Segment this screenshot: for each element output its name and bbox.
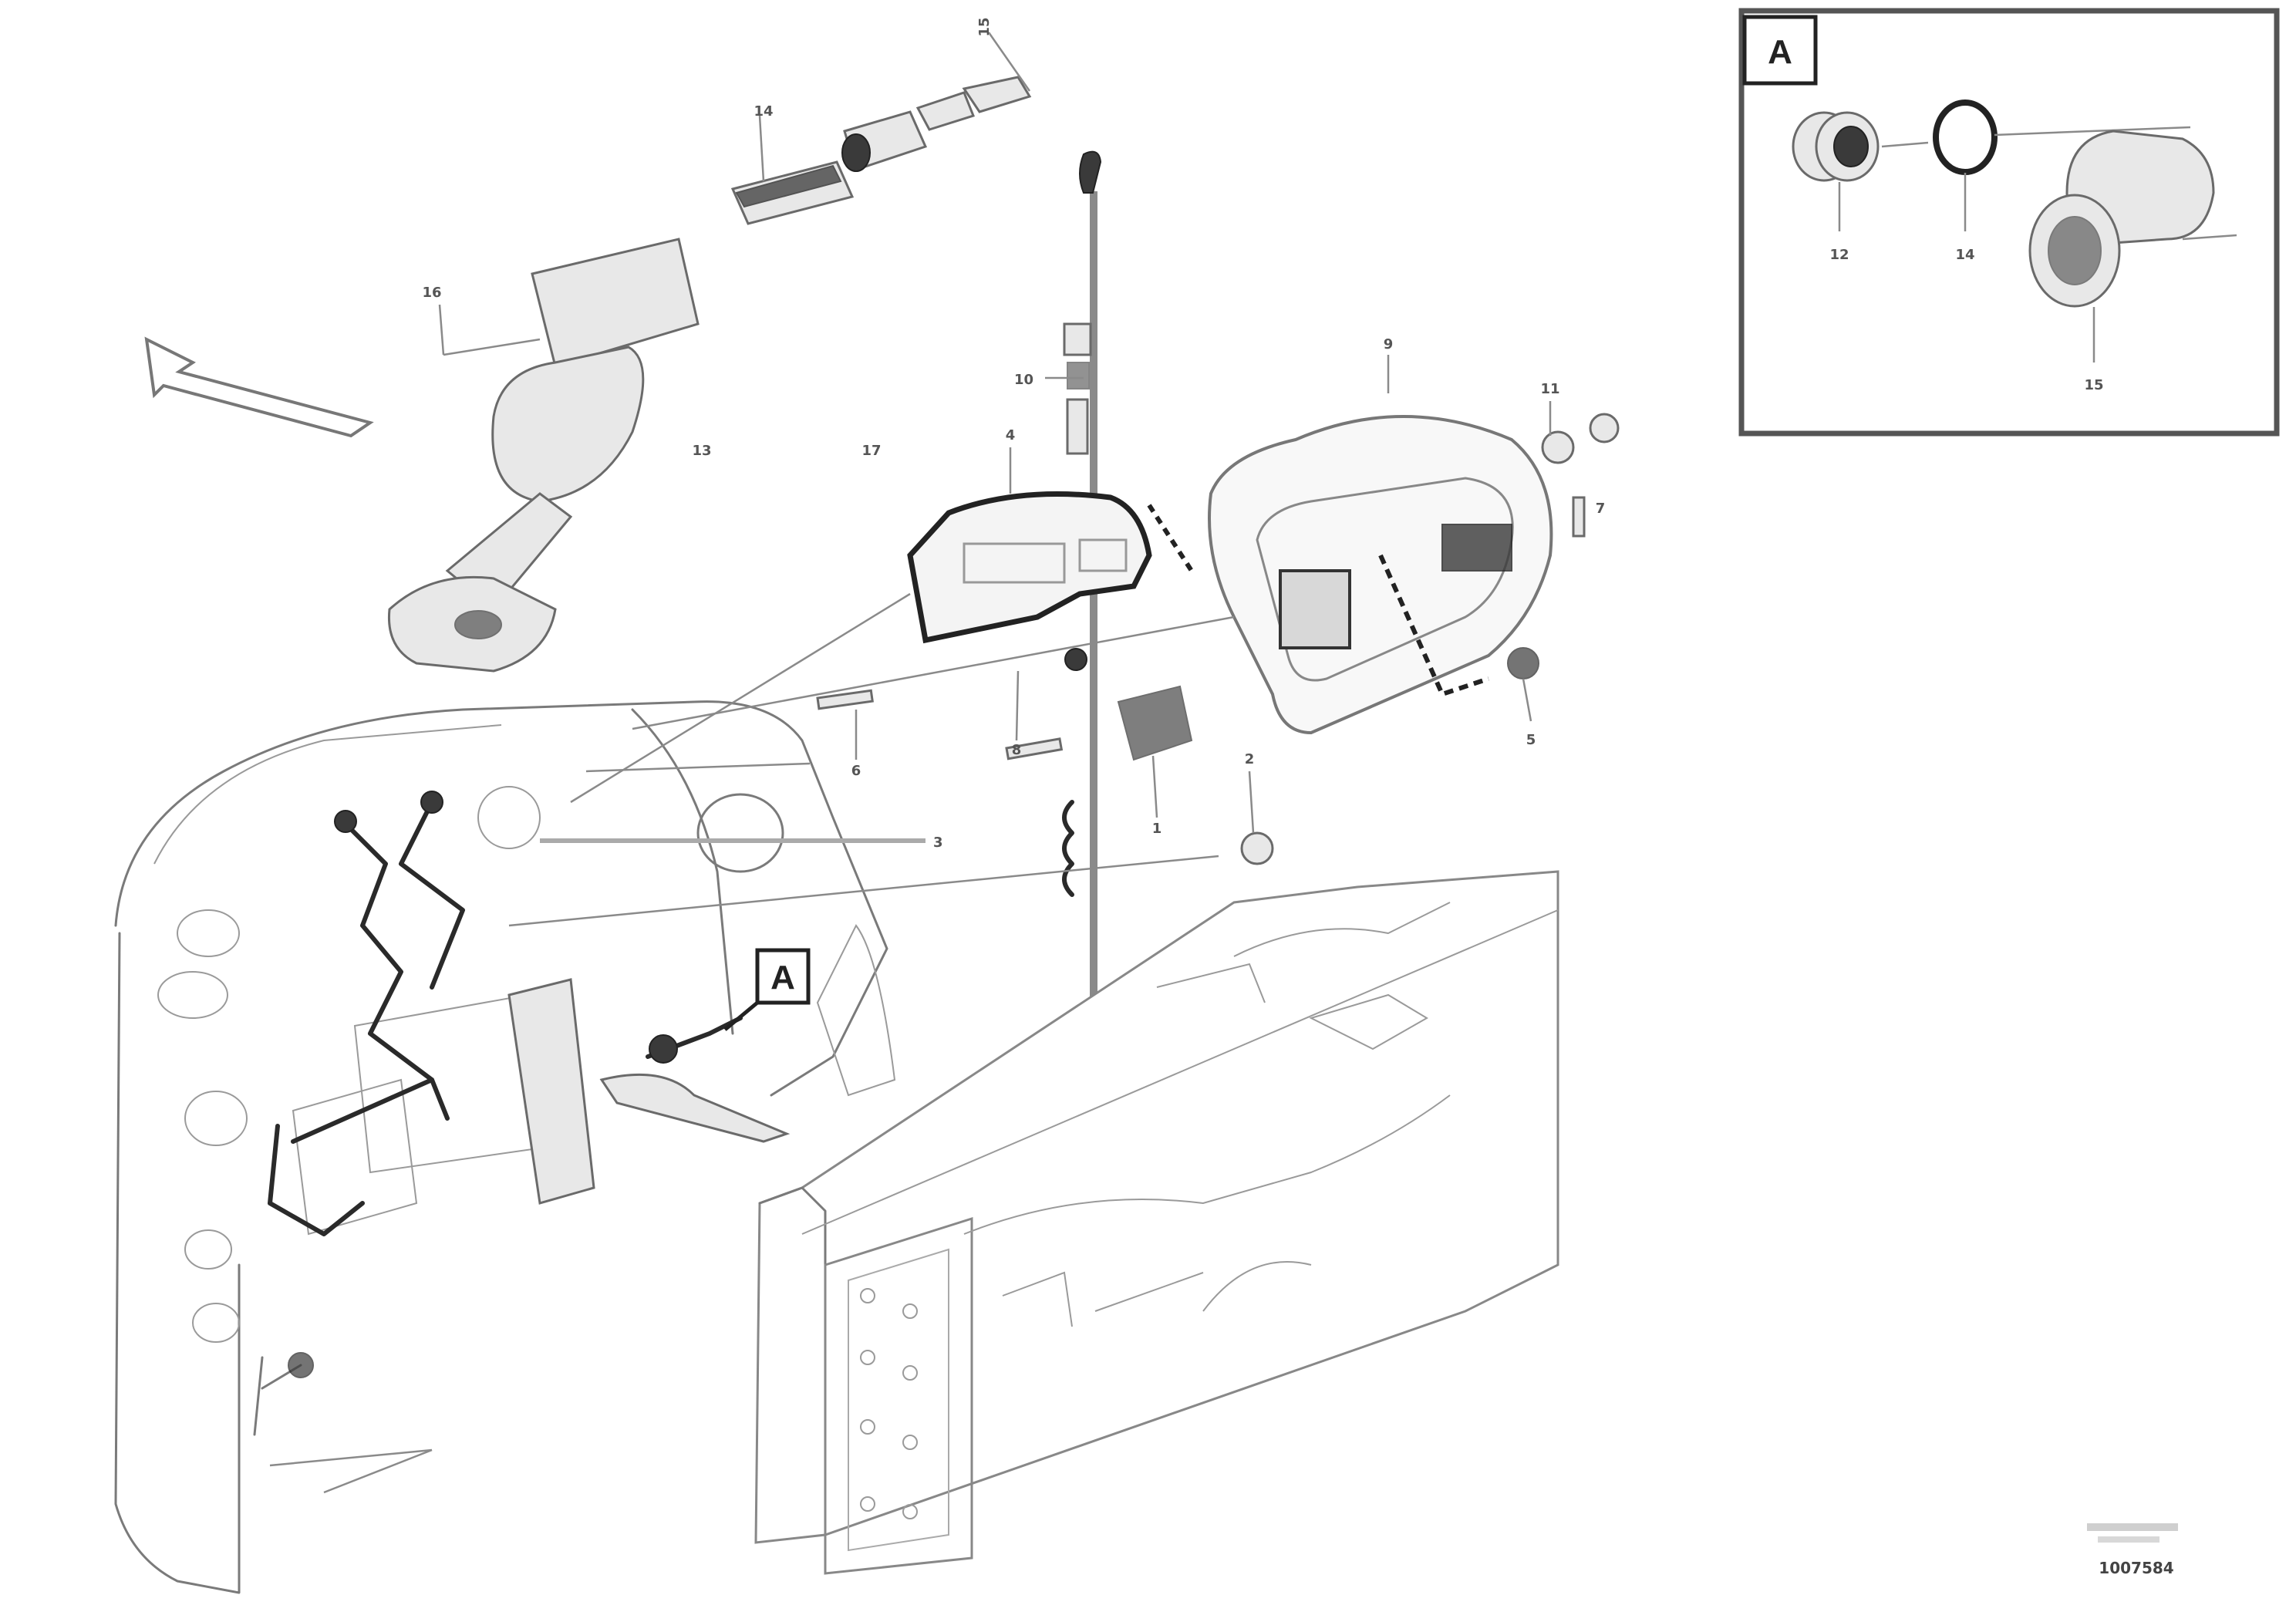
part-label-3: 3	[933, 835, 943, 851]
footer-smudge	[2087, 1523, 2178, 1531]
detail-letter-box	[1742, 15, 1818, 86]
part-label-9: 9	[1384, 336, 1394, 352]
main-callout-leader	[723, 1001, 759, 1031]
part-label-10: 10	[1014, 372, 1033, 388]
part-label-7: 7	[1596, 501, 1606, 517]
main-callout-letter: A	[770, 959, 795, 996]
part-label-2: 2	[1245, 751, 1255, 767]
footer-code: 1007584	[2099, 1559, 2173, 1577]
detail-label-15: 15	[2084, 377, 2103, 393]
part-label-14: 14	[754, 103, 773, 120]
part-label-11: 11	[1540, 381, 1559, 397]
vertical-cable	[1045, 150, 1102, 1034]
footer-smudge-2	[2098, 1536, 2159, 1543]
cab-frame	[114, 592, 1235, 1594]
detail-part-14	[1933, 99, 2191, 231]
detail-part-12	[1792, 111, 1929, 231]
instrument-panel	[907, 447, 1194, 644]
part-label-13: 13	[692, 443, 711, 459]
part-label-6: 6	[851, 763, 861, 779]
main-callout-box	[755, 948, 811, 1005]
forward-direction-arrow	[144, 336, 374, 438]
part-label-4: 4	[1006, 427, 1016, 443]
small-hardware	[816, 648, 1274, 865]
base-platform	[754, 870, 1559, 1575]
detail-letter: A	[1768, 33, 1792, 71]
detail-part-15	[2028, 130, 2237, 363]
lever-assembly	[387, 32, 1032, 673]
part-label-5: 5	[1526, 732, 1536, 748]
part-label-17: 17	[861, 443, 881, 459]
part-label-8: 8	[1012, 742, 1022, 758]
detail-label-14: 14	[1955, 247, 1974, 263]
detail-view-a: A 12 14 15	[1738, 8, 2280, 437]
part-label-16: 16	[422, 285, 441, 301]
cab-cover	[1208, 355, 1620, 735]
part-label-15: 15	[976, 17, 993, 36]
part-label-1: 1	[1152, 821, 1162, 837]
detail-label-12: 12	[1829, 247, 1849, 263]
